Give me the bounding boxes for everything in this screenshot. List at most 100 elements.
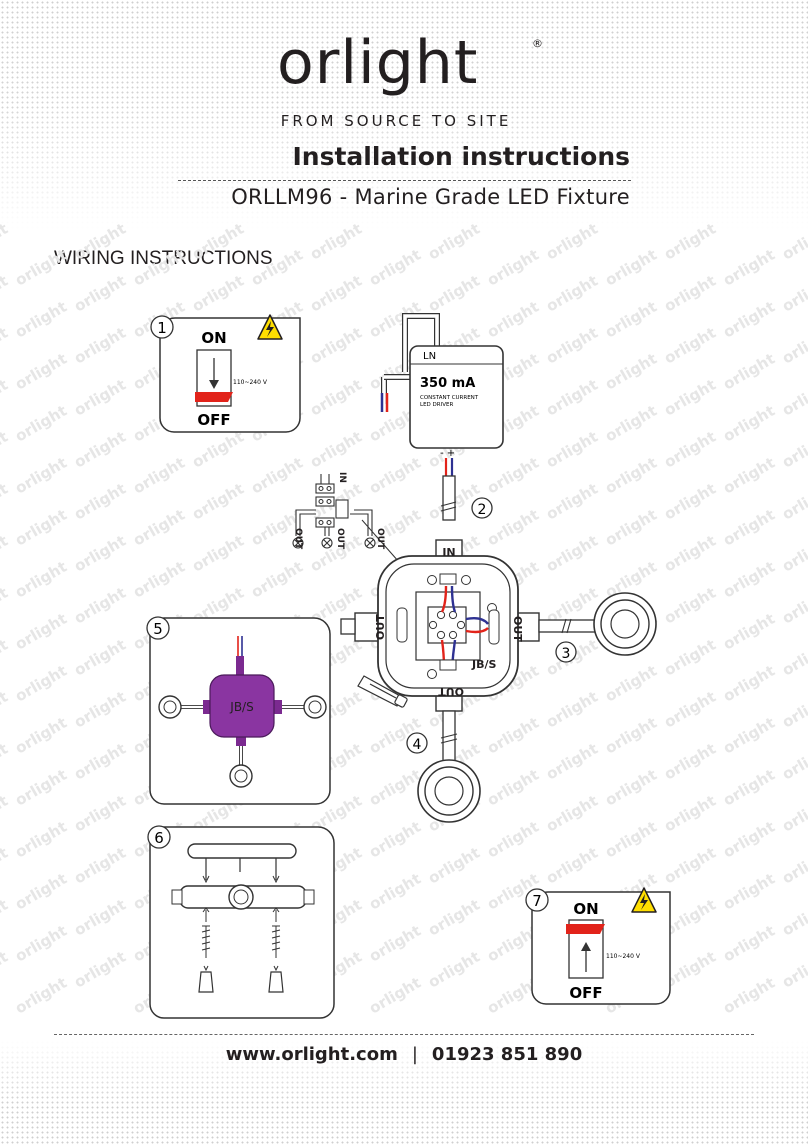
watermark-text: orlight: [189, 220, 247, 264]
watermark-text: orlight: [71, 324, 129, 368]
inset-out-label-2: OUT: [335, 528, 345, 550]
watermark-text: orlight: [779, 584, 808, 628]
step7-switch-lever: [566, 924, 605, 934]
watermark-text: orlight: [12, 454, 70, 498]
watermark-text: orlight: [602, 714, 660, 758]
watermark-text: orlight: [425, 272, 483, 316]
cable-driver-to-box: [442, 475, 456, 521]
watermark-text: orlight: [307, 324, 365, 368]
watermark-text: orlight: [779, 844, 808, 888]
step1-voltage: 110~240 V: [233, 379, 268, 386]
jb-in-label: IN: [442, 546, 455, 559]
watermark-text: orlight: [543, 220, 601, 264]
watermark-text: orlight: [661, 792, 719, 836]
watermark-text: orlight: [543, 428, 601, 472]
watermark-text: orlight: [661, 480, 719, 524]
watermark-text: orlight: [779, 428, 808, 472]
watermark-text: orlight: [720, 922, 778, 966]
header-dot-pattern: [0, 0, 808, 230]
watermark-text: orlight: [720, 454, 778, 498]
step4-number: 4: [413, 737, 422, 753]
watermark-text: orlight: [720, 246, 778, 290]
step5-box-label: JB/S: [229, 700, 253, 714]
watermark-text: orlight: [71, 896, 129, 940]
watermark-text: orlight: [602, 246, 660, 290]
watermark-text: orlight: [661, 428, 719, 472]
electrical-hazard-icon: [631, 887, 657, 913]
watermark-text: orlight: [779, 532, 808, 576]
step3-right-fixture: 3: [538, 592, 657, 663]
watermark-text: orlight: [248, 454, 306, 498]
watermark-text: orlight: [307, 220, 365, 264]
watermark-text: orlight: [189, 272, 247, 316]
purple-junction-box: [209, 674, 275, 738]
watermark-text: orlight: [71, 532, 129, 576]
inset-out-label-3: OUT: [375, 528, 385, 550]
watermark-text: orlight: [0, 636, 11, 680]
watermark-text: orlight: [248, 246, 306, 290]
watermark-text: orlight: [366, 870, 424, 914]
watermark-text: orlight: [602, 662, 660, 706]
watermark-text: orlight: [543, 324, 601, 368]
watermark-text: orlight: [0, 948, 11, 992]
watermark-text: orlight: [602, 454, 660, 498]
watermark-text: orlight: [366, 454, 424, 498]
watermark-text: orlight: [71, 688, 129, 732]
watermark-text: orlight: [720, 714, 778, 758]
watermark-text: orlight: [0, 272, 11, 316]
watermark-text: orlight: [779, 324, 808, 368]
watermark-text: orlight: [189, 532, 247, 576]
step7-off-label: OFF: [569, 984, 602, 1002]
watermark-text: orlight: [779, 220, 808, 264]
watermark-text: orlight: [0, 220, 11, 264]
watermark-text: orlight: [71, 376, 129, 420]
watermark-text: orlight: [366, 818, 424, 862]
watermark-text: orlight: [661, 376, 719, 420]
led-driver-box: [409, 345, 504, 449]
step1-switch-lever: [195, 392, 233, 402]
watermark-text: orlight: [0, 844, 11, 888]
watermark-text: orlight: [12, 506, 70, 550]
watermark-text: orlight: [602, 766, 660, 810]
step3-number-circle: [555, 641, 577, 663]
watermark-text: orlight: [779, 376, 808, 420]
watermark-text: orlight: [0, 532, 11, 576]
watermark-text: orlight: [484, 818, 542, 862]
watermark-text: orlight: [71, 428, 129, 472]
watermark-text: orlight: [720, 766, 778, 810]
watermark-text: orlight: [425, 844, 483, 888]
step2-driver: LN 350 mA CONSTANT CURRENT LED DRIVER - …: [380, 313, 504, 521]
watermark-text: orlight: [366, 974, 424, 1018]
website-link[interactable]: www.orlight.com: [225, 1044, 398, 1065]
watermark-text: orlight: [720, 974, 778, 1018]
watermark-text: orlight: [12, 974, 70, 1018]
watermark-text: orlight: [130, 558, 188, 602]
watermark-text: orlight: [12, 922, 70, 966]
watermark-text: orlight: [720, 558, 778, 602]
brand-tagline: FROM SOURCE TO SITE: [280, 112, 512, 130]
watermark-text: orlight: [0, 428, 11, 472]
watermark-text: orlight: [543, 792, 601, 836]
step7-number-circle: [525, 888, 549, 912]
step1-number: 1: [157, 319, 167, 337]
watermark-text: orlight: [0, 740, 11, 784]
blank-plug-part: [357, 675, 408, 708]
watermark-text: orlight: [720, 298, 778, 342]
watermark-text: orlight: [71, 272, 129, 316]
watermark-text: orlight: [779, 948, 808, 992]
phone-number[interactable]: 01923 851 890: [431, 1044, 583, 1065]
watermark-text: orlight: [484, 246, 542, 290]
watermark-text: orlight: [661, 220, 719, 264]
watermark-text: orlight: [720, 610, 778, 654]
step1-number-circle: [150, 315, 174, 339]
page-footer: www.orlight.com|01923 851 890: [0, 1044, 808, 1065]
watermark-text: orlight: [0, 376, 11, 420]
step7-on-label: ON: [573, 900, 598, 918]
watermark-text: orlight: [189, 480, 247, 524]
watermark-text: orlight: [661, 324, 719, 368]
driver-polarity: - +: [440, 448, 455, 459]
watermark-text: orlight: [779, 688, 808, 732]
step6-mounting-panel: 6: [147, 825, 335, 1019]
watermark-text: orlight: [71, 844, 129, 888]
